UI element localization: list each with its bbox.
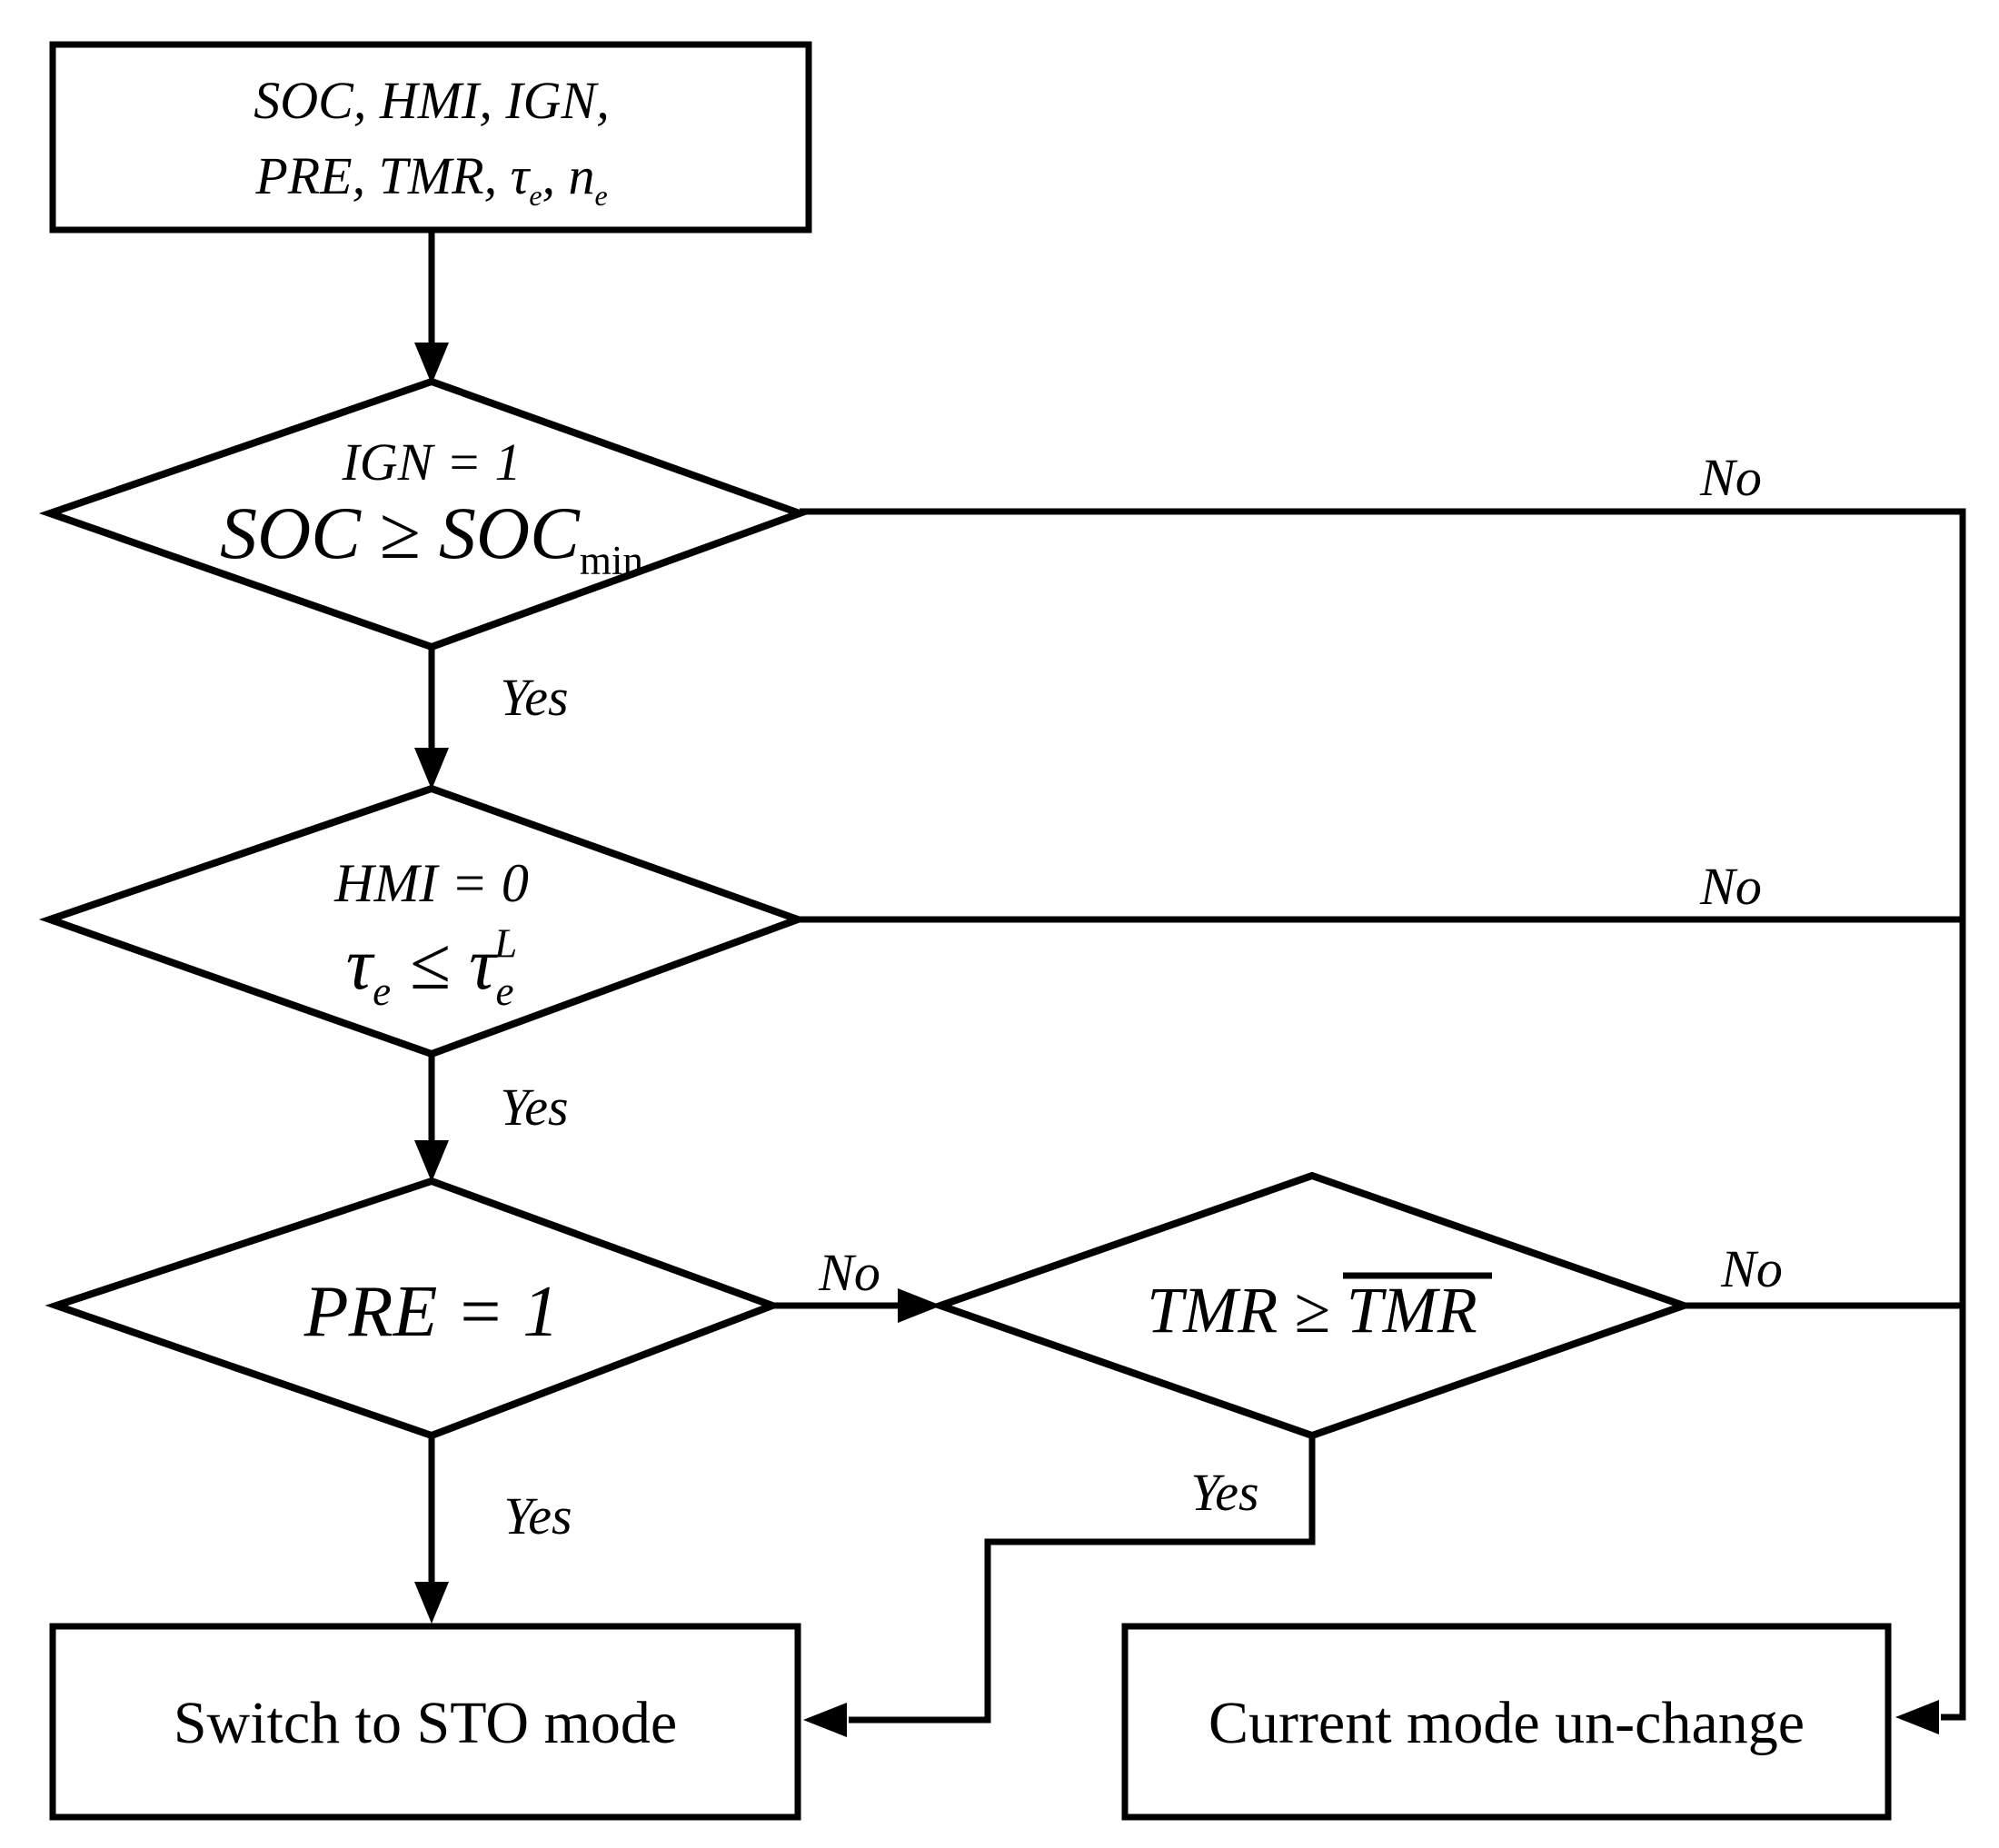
outcome-sto-box	[49, 1623, 801, 1821]
edge-label-d2-no: No	[1699, 857, 1762, 916]
edge-label-d1-yes: Yes	[500, 668, 568, 727]
decision-hmi-torque-diamond	[38, 784, 809, 1058]
arrowhead-down-icon	[414, 1582, 449, 1624]
arrowhead-down-icon	[414, 1140, 449, 1182]
edge-label-d3-no: No	[818, 1243, 880, 1302]
edge-label-d3-yes: Yes	[503, 1486, 572, 1545]
edge-label-d2-yes: Yes	[500, 1078, 568, 1137]
decision-hmi-torque-line1: HMI = 0	[333, 853, 529, 913]
connector-d1-no-rail	[800, 508, 1966, 1721]
outcome-unchanged-label: Current mode un-change	[1208, 1690, 1805, 1756]
decision-hmi-torque-line2: τe ≤ τeL	[346, 921, 518, 1014]
arrowhead-left-icon	[803, 1703, 847, 1737]
decision-tmr-line1: TMR ≥ TMR	[1147, 1274, 1477, 1346]
arrowhead-down-icon	[414, 748, 449, 790]
connector-d4-yes	[849, 1436, 1316, 1724]
decision-ign-soc-line2: SOC ≥ SOCmin	[220, 492, 643, 583]
decision-ign-soc-line1: IGN = 1	[341, 432, 521, 492]
arrowhead-left-icon	[1895, 1700, 1939, 1734]
outcome-unchanged-box	[1121, 1623, 1892, 1821]
start-box	[49, 41, 812, 233]
decision-pre-diamond	[45, 1177, 783, 1440]
outcome-sto-label: Switch to STO mode	[174, 1690, 677, 1756]
arrowhead-right-icon	[898, 1288, 941, 1323]
arrowhead-down-icon	[414, 343, 449, 384]
start-box-line2: PRE, TMR, τe, ne	[254, 146, 607, 212]
decision-tmr-diamond	[929, 1171, 1696, 1440]
edge-label-d1-no: No	[1699, 448, 1762, 507]
decision-ign-soc-diamond	[38, 377, 811, 651]
edge-label-d4-yes: Yes	[1190, 1463, 1258, 1522]
edge-label-d4-no: No	[1720, 1239, 1783, 1298]
start-box-line1: SOC, HMI, IGN,	[254, 71, 609, 130]
decision-pre-line1: PRE = 1	[303, 1272, 560, 1352]
